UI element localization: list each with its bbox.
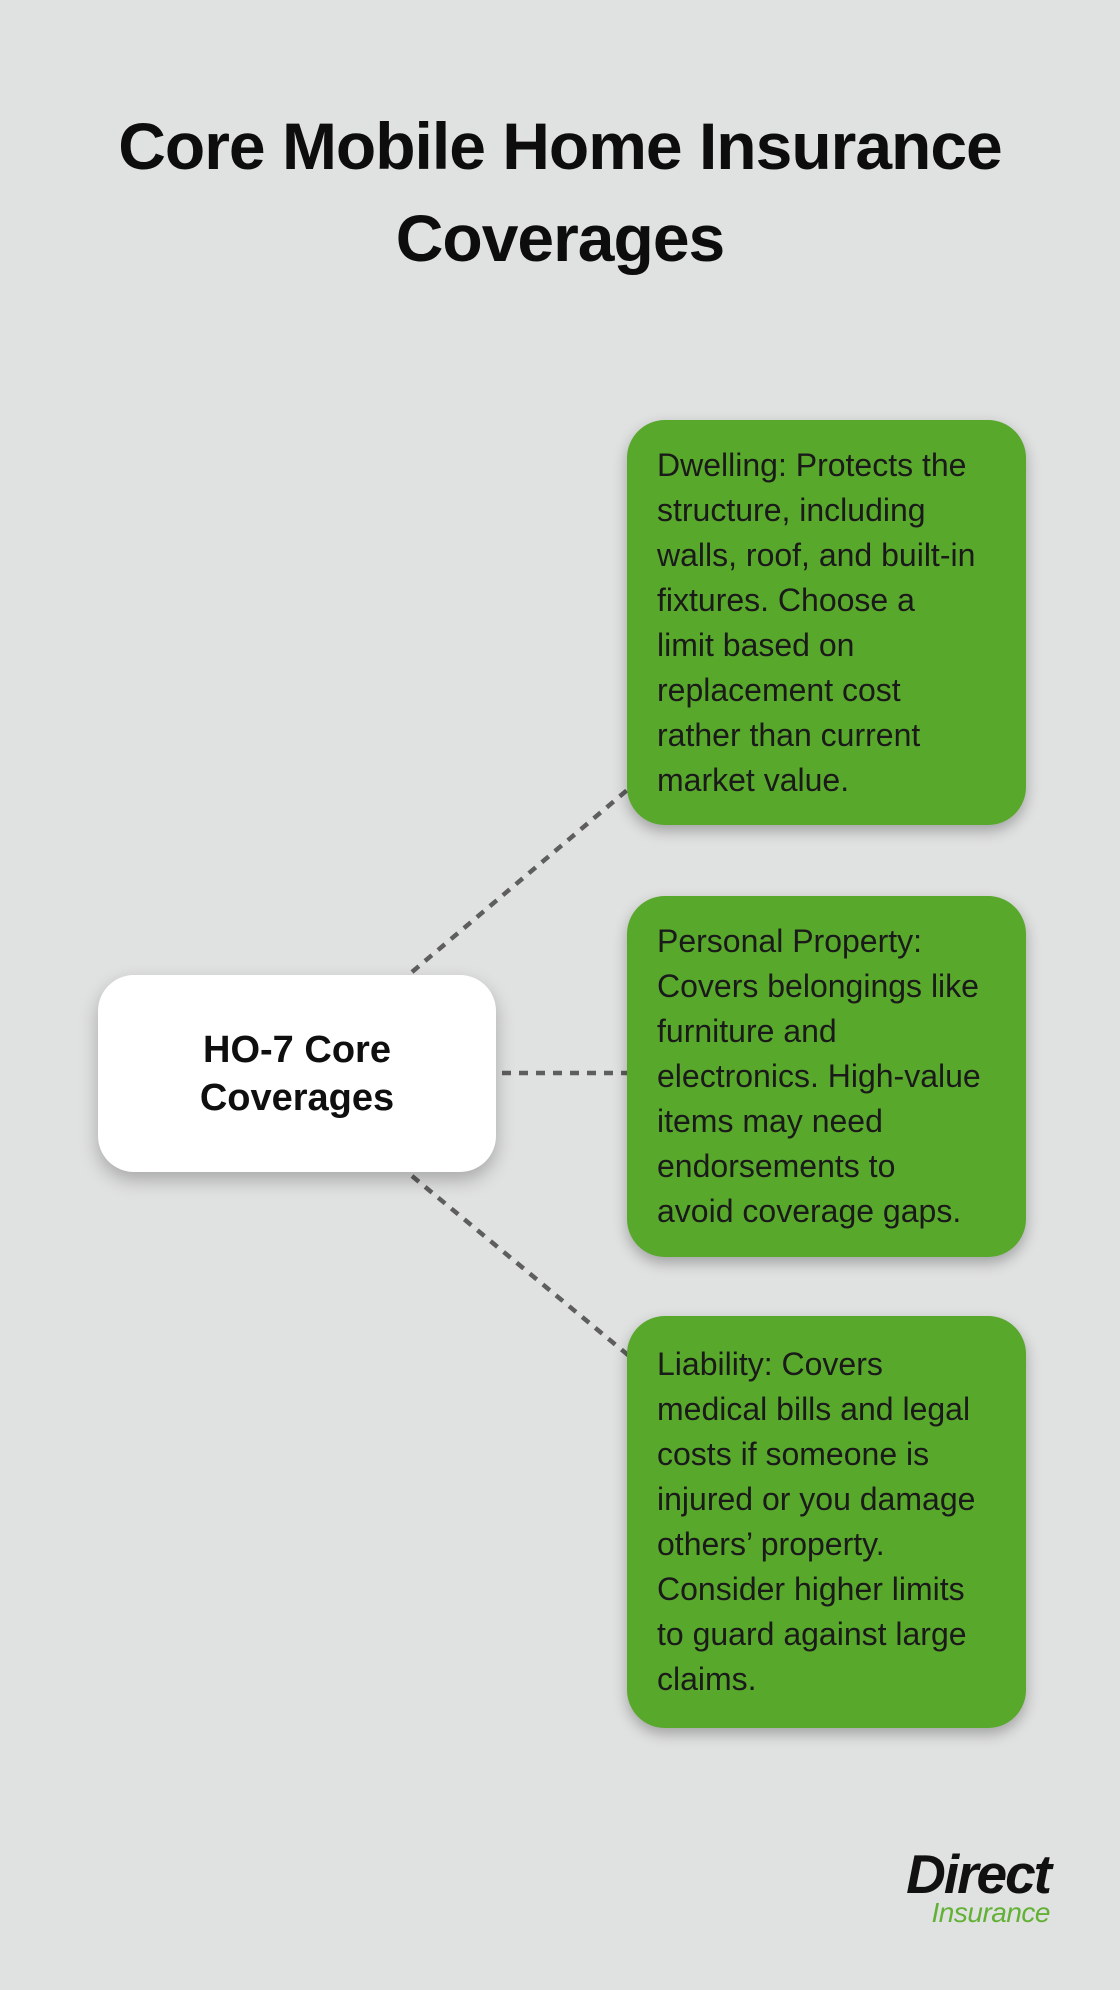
connector-liability [410,1174,636,1362]
card-personal-property: Personal Property: Covers belongings lik… [627,896,1026,1257]
page-title: Core Mobile Home Insurance Coverages [118,109,1003,275]
brand-logo: Direct Insurance [906,1843,1052,1928]
center-node-label: HO-7 Core Coverages [199,1028,395,1119]
card-personal-property-text: Personal Property: Covers belongings lik… [657,923,981,1229]
card-liability: Liability: Covers medical bills and lega… [627,1316,1026,1728]
center-node-ho7: HO-7 Core Coverages [98,975,496,1172]
connector-dwelling [410,784,634,974]
card-dwelling-text: Dwelling: Protects the structure, includ… [657,446,976,798]
card-dwelling: Dwelling: Protects the structure, includ… [627,420,1026,825]
card-liability-text: Liability: Covers medical bills and lega… [657,1346,976,1697]
logo-direct-text: Direct [906,1843,1052,1905]
logo-insurance-text: Insurance [931,1897,1051,1928]
